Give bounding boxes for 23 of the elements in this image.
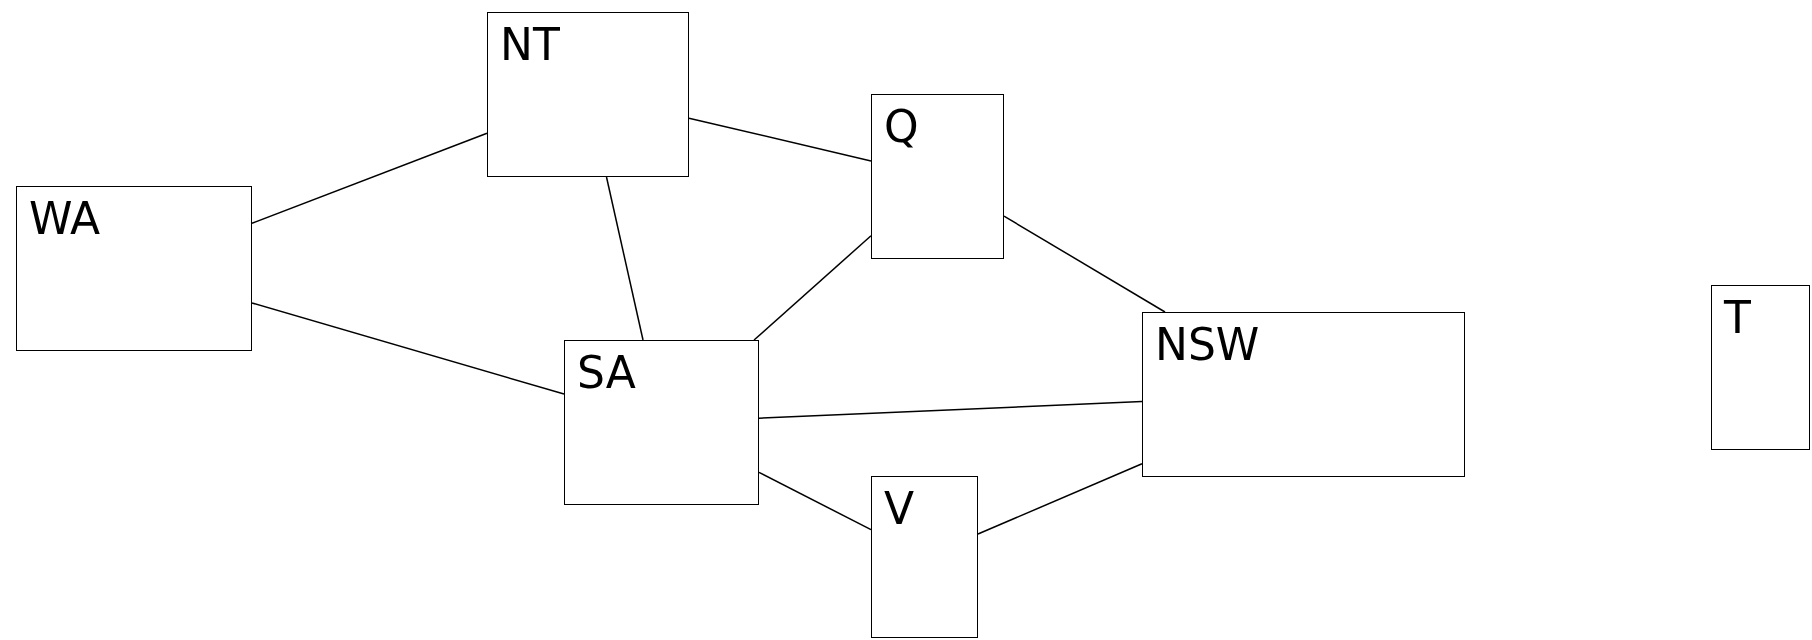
region-box <box>1711 285 1810 450</box>
connector-line <box>688 117 872 162</box>
connector-line <box>758 471 872 531</box>
connector-line <box>1003 215 1166 313</box>
region-label: Q <box>884 105 919 149</box>
region-box <box>487 12 689 177</box>
region-box <box>871 476 978 638</box>
connector-line <box>605 176 644 341</box>
region-label: WA <box>29 197 101 241</box>
region-label: NT <box>500 23 560 67</box>
connector-line <box>758 400 1143 419</box>
region-box <box>871 94 1004 259</box>
connector-line <box>251 302 565 395</box>
connector-line <box>251 132 488 225</box>
connector-line <box>753 235 872 341</box>
connector-line <box>977 463 1143 535</box>
region-label: T <box>1724 296 1751 340</box>
region-box <box>1142 312 1465 477</box>
region-box <box>16 186 252 351</box>
region-label: V <box>884 487 915 531</box>
region-box <box>564 340 759 505</box>
region-label: SA <box>577 351 636 395</box>
region-label: NSW <box>1155 323 1260 367</box>
